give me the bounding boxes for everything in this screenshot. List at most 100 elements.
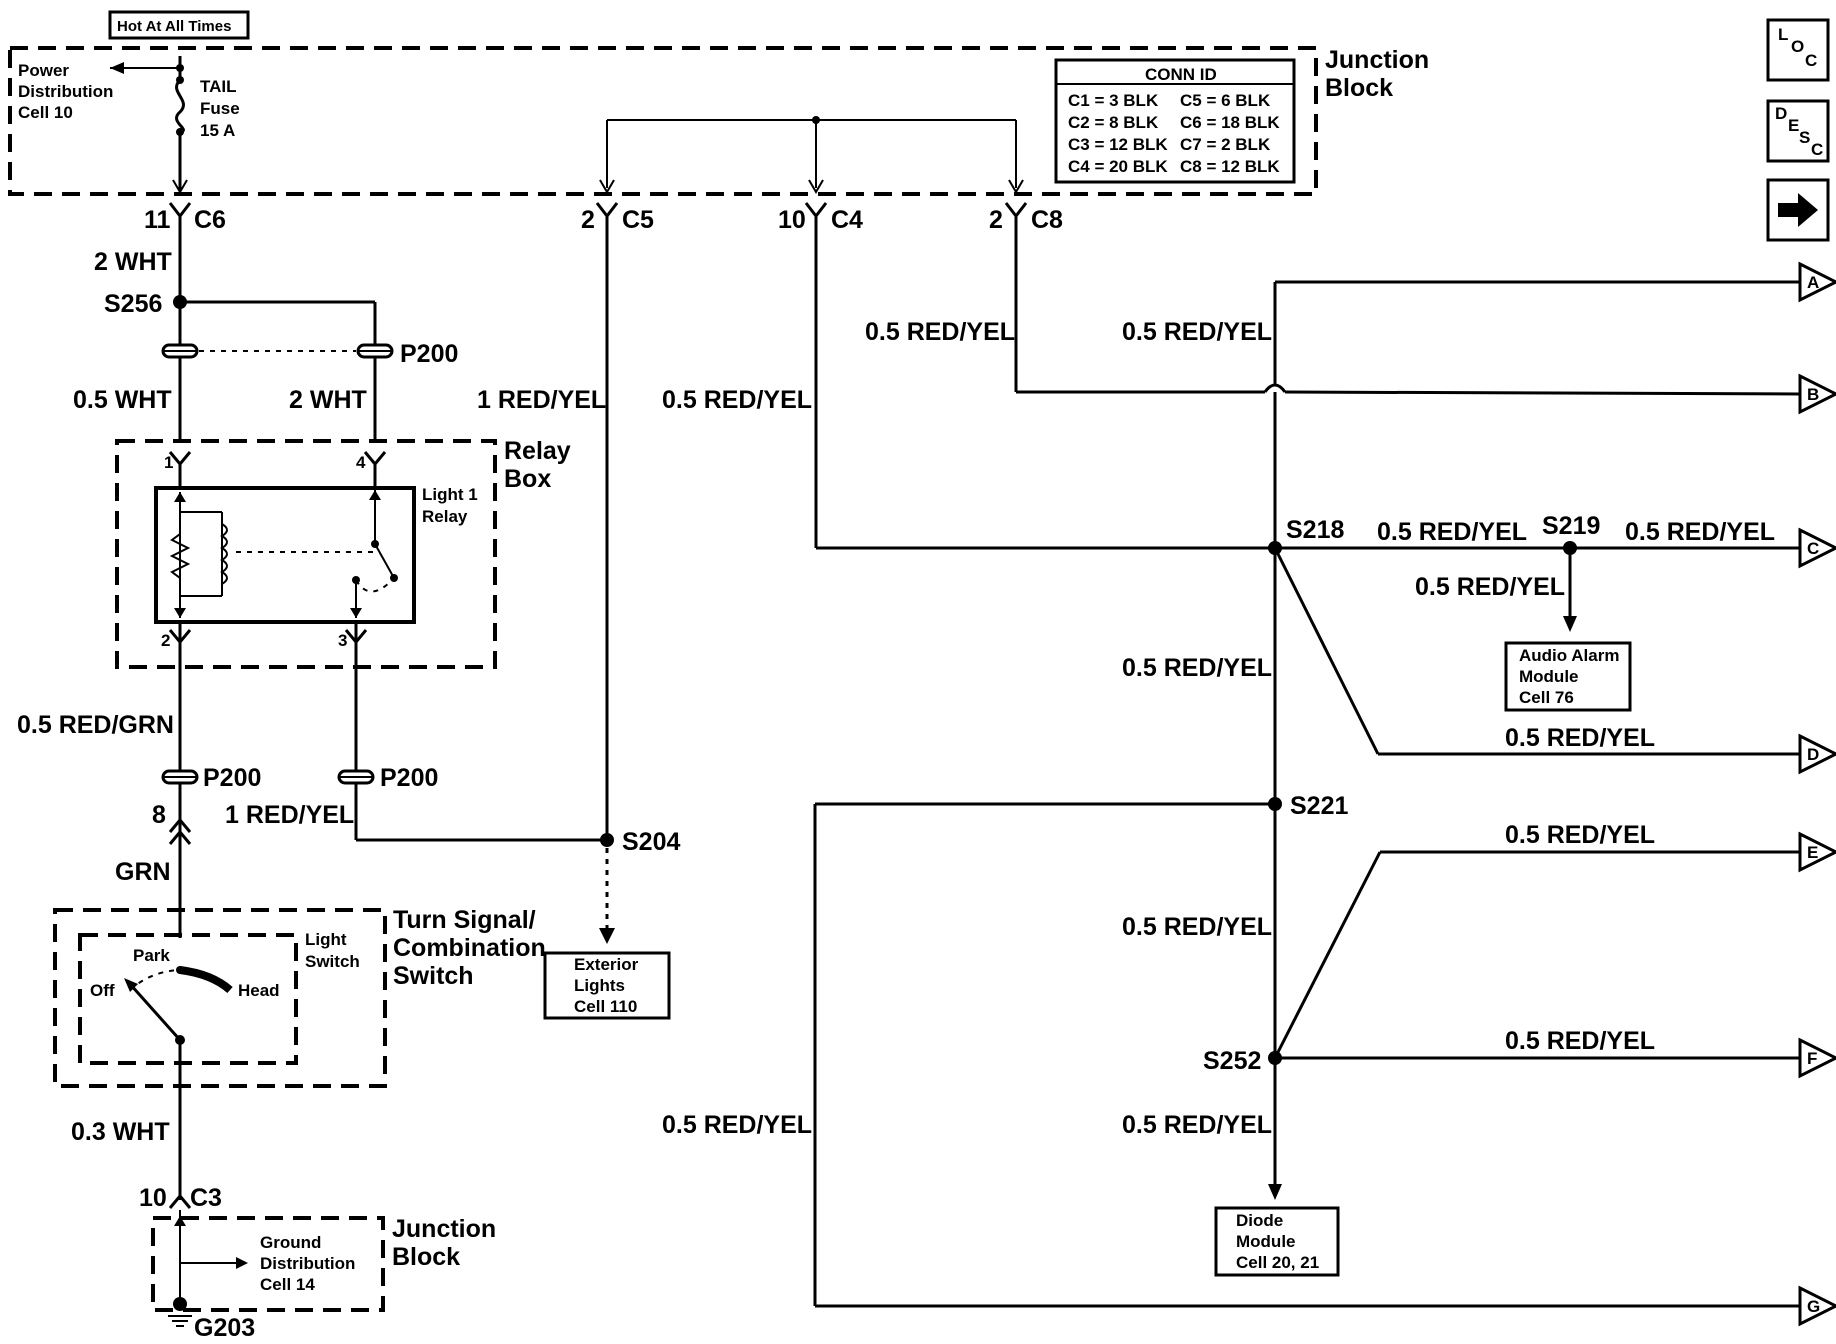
tail-fuse	[175, 78, 185, 134]
junction-block-bottom-label-1: Junction	[392, 1215, 496, 1243]
offpage-arrow-f[interactable]: F	[1798, 1037, 1836, 1079]
diode-module-label-1: Diode	[1236, 1211, 1283, 1230]
pin-8-label: 8	[152, 801, 166, 829]
conn-id-c7: C7 = 2 BLK	[1180, 135, 1271, 154]
conn-id-c5: C5 = 6 BLK	[1180, 91, 1271, 110]
wire-label-d: 0.5 RED/YEL	[1505, 724, 1655, 752]
svg-text:E: E	[1788, 116, 1799, 135]
offpage-arrow-g[interactable]: G	[1798, 1285, 1836, 1327]
wire-label-2wht-top: 2 WHT	[94, 248, 172, 276]
audio-alarm-label-3: Cell 76	[1519, 688, 1574, 707]
right-arrow-icon	[1778, 193, 1818, 227]
wire-label-c8: 0.5 RED/YEL	[865, 318, 1015, 346]
relay-label-2: Relay	[422, 507, 468, 526]
conn-id-c4: C4 = 20 BLK	[1068, 157, 1168, 176]
offpage-arrow-b[interactable]: B	[1798, 373, 1836, 415]
pdc-label-1: Power	[18, 61, 69, 80]
hot-at-all-times-label: Hot At All Times	[117, 18, 231, 35]
light-1-relay	[154, 486, 416, 624]
wire-label-05wht: 0.5 WHT	[73, 386, 172, 414]
relay-box-label-1: Relay	[504, 437, 571, 465]
gdc-label-1: Ground	[260, 1233, 321, 1252]
svg-text:L: L	[1778, 25, 1788, 44]
svg-text:F: F	[1807, 1049, 1817, 1068]
relay-coil	[220, 523, 228, 585]
svg-text:C: C	[1811, 140, 1823, 159]
wire-label-g: 0.5 RED/YEL	[662, 1111, 812, 1139]
offpage-arrow-a[interactable]: A	[1798, 261, 1836, 303]
svg-text:C6: C6	[194, 206, 226, 234]
junction-block-top-label-1: Junction	[1325, 46, 1429, 74]
svg-text:10: 10	[778, 206, 806, 234]
svg-text:2: 2	[989, 206, 1003, 234]
wire-label-f: 0.5 RED/YEL	[1505, 1027, 1655, 1055]
splice-s219-label: S219	[1542, 512, 1600, 540]
wire-label-1redyel-left: 1 RED/YEL	[225, 801, 354, 829]
connector-c4: 10 C4	[778, 202, 863, 234]
next-arrow-button[interactable]	[1766, 178, 1830, 242]
junction-block-bottom-label-2: Block	[392, 1243, 460, 1271]
light-switch-label-1: Light	[305, 930, 347, 949]
wire-label-e: 0.5 RED/YEL	[1505, 821, 1655, 849]
desc-button[interactable]: D E S C	[1766, 99, 1830, 163]
splice-s204-label: S204	[622, 828, 680, 856]
fuse-label-1: TAIL	[200, 77, 237, 96]
svg-text:2: 2	[581, 206, 595, 234]
wire-label-s252-diode: 0.5 RED/YEL	[1122, 1111, 1272, 1139]
svg-text:S: S	[1799, 128, 1810, 147]
hot-at-all-times-box	[108, 10, 250, 40]
offpage-arrow-e[interactable]: E	[1798, 831, 1836, 873]
relay-label-1: Light 1	[422, 485, 478, 504]
svg-text:B: B	[1807, 385, 1819, 404]
wire-label-05redgrn: 0.5 RED/GRN	[17, 711, 174, 739]
wire-label-s221-s252: 0.5 RED/YEL	[1122, 913, 1272, 941]
svg-text:O: O	[1791, 37, 1804, 56]
svg-text:C4: C4	[831, 206, 863, 234]
svg-text:11: 11	[144, 206, 171, 234]
diode-module-box	[1214, 1206, 1340, 1277]
relay-box-outline	[115, 439, 497, 669]
conn-id-c2: C2 = 8 BLK	[1068, 113, 1159, 132]
wire-label-2wht-right: 2 WHT	[289, 386, 367, 414]
pdc-label-2: Distribution	[18, 82, 113, 101]
svg-text:3: 3	[338, 631, 347, 650]
wire-label-1redyel-c5: 1 RED/YEL	[477, 386, 606, 414]
connector-c8: 2 C8	[989, 202, 1063, 234]
pdc-arrow	[110, 62, 124, 74]
conn-id-c6: C6 = 18 BLK	[1180, 113, 1280, 132]
wire-label-s218-s219: 0.5 RED/YEL	[1377, 518, 1527, 546]
switch-head-contact	[179, 966, 233, 994]
p200-top-connector	[161, 343, 394, 359]
svg-text:2: 2	[161, 631, 170, 650]
splice-s221-label: S221	[1290, 792, 1348, 820]
svg-text:G: G	[1807, 1297, 1820, 1316]
relay-box-label-2: Box	[504, 465, 551, 493]
p200-left-label: P200	[203, 764, 261, 792]
conn-id-c8: C8 = 12 BLK	[1180, 157, 1280, 176]
wire-label-a: 0.5 RED/YEL	[1122, 318, 1272, 346]
splice-s256-label: S256	[104, 290, 162, 318]
light-switch-label-2: Switch	[305, 952, 360, 971]
gdc-label-2: Distribution	[260, 1254, 355, 1273]
offpage-arrow-d[interactable]: D	[1798, 733, 1836, 775]
wire-label-s219-audio: 0.5 RED/YEL	[1415, 573, 1565, 601]
offpage-arrow-c[interactable]: C	[1798, 527, 1836, 569]
svg-text:C8: C8	[1031, 206, 1063, 234]
svg-text:C: C	[1805, 51, 1817, 70]
wire-label-c4: 0.5 RED/YEL	[662, 386, 812, 414]
svg-text:C5: C5	[622, 206, 654, 234]
switch-park-label: Park	[133, 946, 170, 965]
svg-text:10: 10	[139, 1184, 167, 1212]
svg-text:D: D	[1775, 104, 1787, 123]
loc-button[interactable]: L O C	[1766, 18, 1830, 82]
p200-right-label: P200	[380, 764, 438, 792]
switch-blade	[128, 983, 182, 1041]
switch-label-2: Combination	[393, 934, 546, 962]
connector-c6: 11 C6	[144, 202, 226, 234]
svg-text:E: E	[1807, 843, 1818, 862]
wire-label-03wht: 0.3 WHT	[71, 1118, 170, 1146]
conn-id-table	[1054, 58, 1296, 184]
exterior-lights-label-1: Exterior	[574, 955, 639, 974]
splice-s252-label: S252	[1203, 1047, 1261, 1075]
exterior-lights-label-2: Lights	[574, 976, 625, 995]
